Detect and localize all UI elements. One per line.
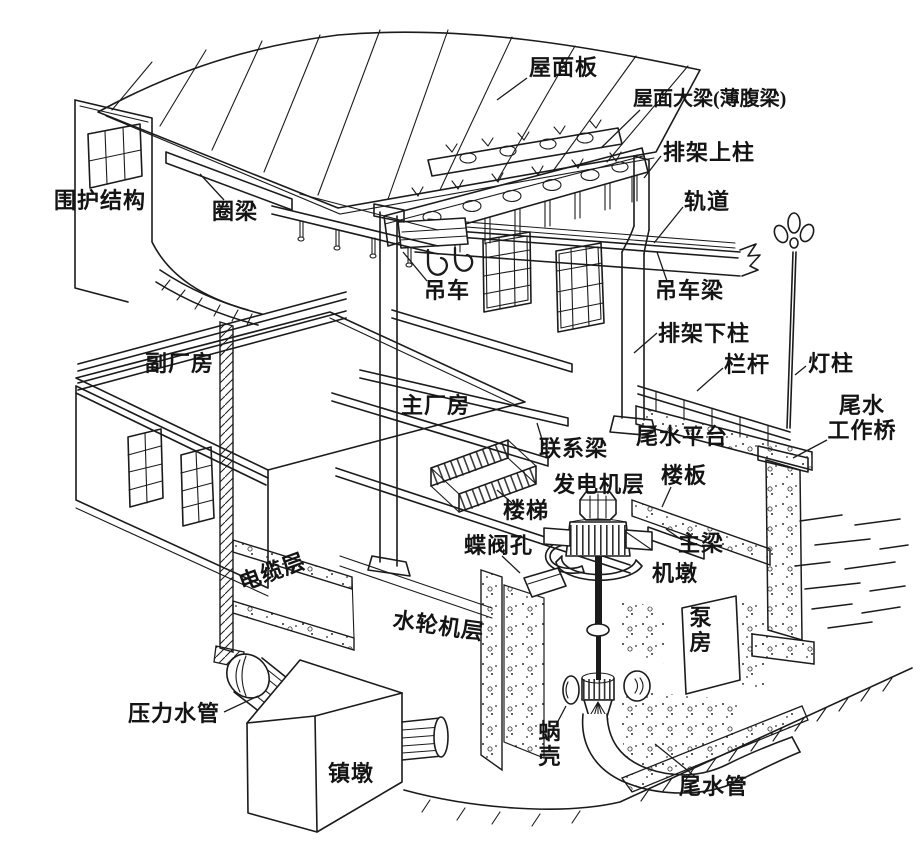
label-anchor-block: 镇墩 — [328, 761, 375, 786]
label-butterfly-valve-hole: 蝶阀孔 — [464, 533, 534, 558]
label-roof-girder: 屋面大梁(薄腹梁) — [633, 88, 787, 110]
label-tie-beam: 联系梁 — [539, 436, 609, 461]
ring-beam — [165, 151, 293, 211]
tie-beams — [331, 309, 573, 467]
ground-and-rock — [403, 667, 913, 827]
label-enclosure: 围护结构 — [54, 188, 147, 213]
label-pump-room: 泵 房 — [689, 605, 713, 655]
label-crane-beam: 吊车梁 — [655, 278, 725, 303]
tailwater-platform-structure — [635, 385, 813, 471]
label-crane: 吊车 — [424, 278, 471, 303]
label-machine-pier: 机墩 — [652, 561, 699, 586]
leader-lines — [199, 77, 828, 779]
anchor-block — [246, 659, 449, 833]
label-floor-slab: 楼板 — [661, 463, 708, 488]
label-tailwater-work-bridge: 尾水 工作桥 — [827, 393, 897, 443]
generator-unit — [543, 491, 653, 721]
cable-floor-slabs — [232, 539, 355, 651]
far-roof-girder — [427, 119, 623, 177]
right-frame-columns — [609, 155, 657, 437]
label-ring-beam: 圈梁 — [212, 199, 259, 224]
label-main-plant: 主厂房 — [401, 393, 471, 418]
label-penstock: 压力水管 — [128, 701, 221, 726]
label-main-beam: 主梁 — [678, 531, 725, 556]
main-wall-windows — [482, 231, 605, 333]
center-frame-column — [367, 203, 411, 577]
pump-room-opening — [681, 595, 741, 695]
label-railing: 栏杆 — [724, 352, 771, 377]
label-spiral-case: 蜗 壳 — [538, 719, 562, 769]
butterfly-valve-opening — [523, 567, 567, 598]
label-stairs: 楼梯 — [503, 498, 550, 523]
interior-walkway — [271, 193, 439, 268]
label-lamp-post: 灯柱 — [808, 351, 855, 376]
cut-wall-strip — [219, 321, 234, 653]
lamp-post-shape — [773, 212, 815, 429]
tailwater-wall — [751, 445, 815, 665]
auxiliary-building — [75, 311, 526, 597]
roof-slab — [97, 29, 701, 215]
label-tailwater-platform: 尾水平台 — [636, 424, 729, 449]
stairs-object — [430, 439, 540, 513]
label-draft-tube: 尾水管 — [679, 774, 749, 799]
label-auxiliary-plant: 副厂房 — [145, 351, 215, 376]
enclosure-wall — [74, 99, 263, 326]
label-generator-floor: 发电机层 — [553, 472, 646, 497]
label-roof-panel: 屋面板 — [529, 55, 599, 80]
water-surface — [794, 514, 909, 629]
left-crane-rails — [77, 291, 347, 391]
label-frame-upper-column: 排架上柱 — [663, 140, 756, 165]
label-frame-lower-column: 排架下柱 — [658, 321, 751, 346]
label-rail-track: 轨道 — [684, 189, 731, 214]
substructure-concrete — [480, 499, 771, 774]
